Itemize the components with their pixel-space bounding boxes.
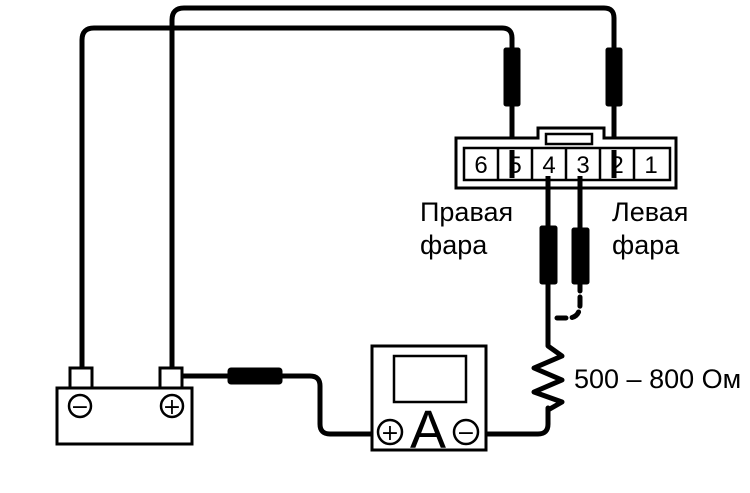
wires bbox=[79, 5, 617, 437]
ammeter-negative-symbol: − bbox=[457, 421, 475, 446]
pin-6-label: 6 bbox=[474, 152, 487, 179]
pin-1-label: 1 bbox=[644, 152, 657, 179]
battery-positive-symbol: + bbox=[163, 395, 181, 420]
left-headlight-label-line2: фара bbox=[612, 230, 680, 260]
resistor-icon bbox=[531, 331, 565, 413]
pin-3-label: 3 bbox=[576, 152, 589, 179]
wire-battery-negative-to-pin5 bbox=[79, 25, 515, 375]
ammeter-symbol: A bbox=[410, 400, 446, 460]
ammeter-icon bbox=[370, 344, 488, 452]
wire-battery-positive-to-pin2 bbox=[169, 5, 617, 375]
connector-icon: 6 5 4 3 2 1 bbox=[454, 126, 678, 190]
fuse-link-icon bbox=[227, 367, 283, 385]
battery-icon bbox=[55, 366, 194, 446]
battery-negative-symbol: − bbox=[71, 395, 89, 420]
wire-link-to-ammeter-plus bbox=[275, 373, 379, 437]
probe-pin4-icon bbox=[539, 225, 558, 285]
right-headlight-label-line1: Правая bbox=[420, 197, 513, 227]
wire-probe3-dashed bbox=[549, 279, 583, 321]
probe-pin3-icon bbox=[571, 227, 590, 285]
resistance-label: 500 – 800 Ом bbox=[574, 364, 741, 394]
right-headlight-label-line2: фара bbox=[420, 230, 488, 260]
probe-pin5-icon bbox=[503, 47, 521, 107]
left-headlight-label-line1: Левая bbox=[612, 197, 688, 227]
ammeter-positive-symbol: + bbox=[381, 421, 399, 446]
wire-ammeter-minus-to-resistor bbox=[479, 405, 551, 437]
pin-4-label: 4 bbox=[542, 152, 555, 179]
probe-pin2-icon bbox=[605, 47, 623, 107]
